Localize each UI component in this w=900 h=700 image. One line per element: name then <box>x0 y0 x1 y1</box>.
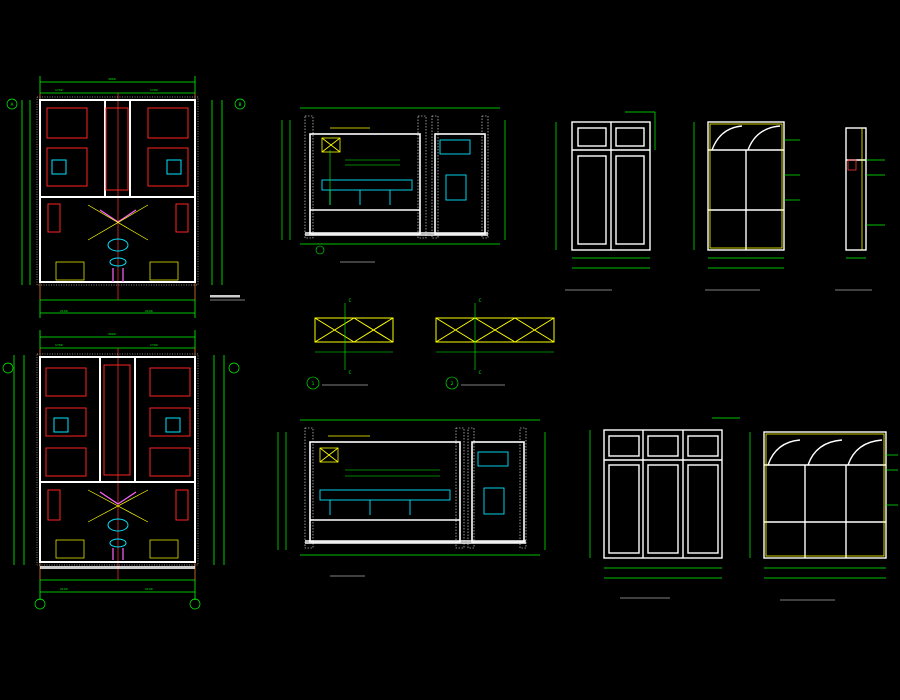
wardrobe-elevation-2door <box>555 111 656 291</box>
section-marker-c-1-bottom: C <box>349 370 352 375</box>
grid-bubble-upper-left: A <box>11 102 14 107</box>
detail-number-1: 1 <box>312 381 315 386</box>
svg-text:3900: 3900 <box>108 332 116 336</box>
svg-text:2100: 2100 <box>145 309 153 313</box>
section-lower <box>277 419 546 577</box>
grid-bubble-upper-right: B <box>239 102 242 107</box>
svg-text:3900: 3900 <box>108 77 116 81</box>
wardrobe-elevation-3door <box>589 417 740 599</box>
detail-sections: C C C C 1 2 <box>306 298 555 390</box>
wardrobe-interior-3door <box>749 431 898 601</box>
wardrobe-side-elevation <box>835 127 885 291</box>
wardrobe-interior-2door <box>693 121 800 291</box>
detail-number-2: 2 <box>451 381 454 386</box>
svg-text:2100: 2100 <box>60 309 68 313</box>
section-marker-c-2-top: C <box>479 298 482 303</box>
svg-text:2100: 2100 <box>60 587 68 591</box>
floor-plan-upper: 3900 1700 1700 2100 2100 A B <box>6 76 246 318</box>
section-upper <box>281 107 506 263</box>
section-marker-c-2-bottom: C <box>479 370 482 375</box>
section-marker-c-1-top: C <box>349 298 352 303</box>
svg-text:2100: 2100 <box>145 587 153 591</box>
svg-text:1700: 1700 <box>150 88 158 92</box>
floor-plan-lower: 3900 1700 1700 2100 2100 <box>2 330 240 610</box>
svg-text:1700: 1700 <box>55 88 63 92</box>
svg-text:1700: 1700 <box>150 343 158 347</box>
svg-text:1700: 1700 <box>55 343 63 347</box>
